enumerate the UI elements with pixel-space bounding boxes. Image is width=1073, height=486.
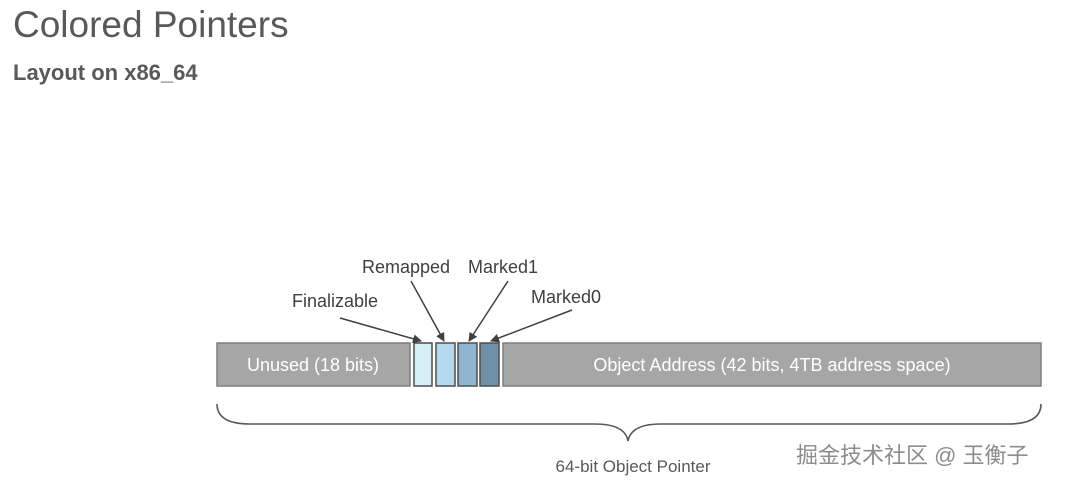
- object-address-label: Object Address (42 bits, 4TB address spa…: [593, 355, 950, 375]
- brace-label: 64-bit Object Pointer: [556, 457, 711, 476]
- remapped-bit: [435, 342, 456, 387]
- marked0-bit: [479, 342, 500, 387]
- finalizable-bit: [413, 342, 433, 387]
- marked1-arrow: [468, 280, 509, 342]
- marked0-label: Marked0: [531, 287, 601, 307]
- object-address-segment: [502, 342, 1042, 387]
- page-subtitle: Layout on x86_64: [13, 60, 198, 85]
- unused-bits-label: Unused (18 bits): [247, 355, 379, 375]
- remapped-label: Remapped: [362, 257, 450, 277]
- page-title: Colored Pointers: [13, 4, 289, 45]
- finalizable-arrow: [339, 317, 422, 344]
- remapped-arrow: [410, 280, 445, 342]
- finalizable-label: Finalizable: [292, 291, 378, 311]
- pointer-brace: [216, 403, 1042, 442]
- marked0-arrow: [490, 309, 573, 343]
- marked1-bit: [457, 342, 478, 387]
- unused-bits-segment: [216, 342, 411, 387]
- watermark: 掘金技术社区 @ 玉衡子: [796, 443, 1029, 468]
- marked1-label: Marked1: [468, 257, 538, 277]
